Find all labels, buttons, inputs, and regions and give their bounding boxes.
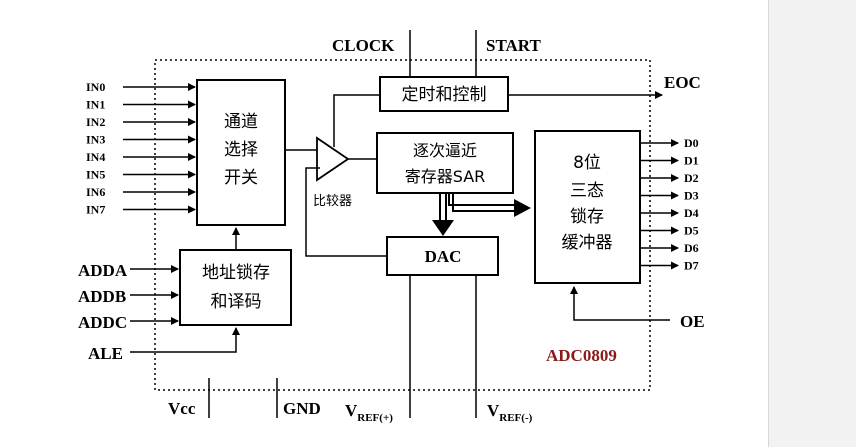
dac-feedback-line [305, 167, 387, 257]
right-margin [768, 0, 856, 447]
mux-label-2: 选择 [224, 140, 258, 160]
input-label-in6: IN6 [86, 185, 105, 199]
clock-label: CLOCK [332, 36, 395, 55]
oe-label: OE [680, 312, 705, 331]
right-margin-divider [768, 0, 769, 447]
oe-line [570, 286, 670, 321]
sar-to-buffer-bus [448, 193, 531, 217]
input-label-in5: IN5 [86, 168, 105, 182]
dac-label: DAC [425, 247, 462, 266]
input-label-in3: IN3 [86, 133, 105, 147]
mux-label-1: 通道 [224, 112, 258, 132]
gnd-label: GND [283, 399, 321, 418]
dac-block [386, 236, 499, 276]
addc-label: ADDC [78, 313, 127, 332]
input-label-in7: IN7 [86, 203, 105, 217]
input-label-in4: IN4 [86, 150, 105, 164]
adda-label: ADDA [78, 261, 128, 280]
chip-boundary [154, 59, 651, 391]
input-label-in1: IN1 [86, 98, 105, 112]
channel-mux-block [196, 79, 286, 226]
comparator-label: 比较器 [313, 194, 352, 209]
addb-label: ADDB [78, 287, 126, 306]
output-label-d2: D2 [684, 171, 699, 185]
latch-label-1: 地址锁存 [202, 263, 270, 283]
sar-block [376, 132, 514, 194]
vref-plus-label: VREF(+) [345, 401, 393, 424]
output-buffer-block [534, 130, 641, 284]
analog-inputs [123, 83, 196, 214]
sar-label-1: 逐次逼近 [413, 141, 477, 160]
vref-plus-main: V [345, 401, 358, 420]
control-to-comparator-line [333, 94, 380, 147]
address-latch-decoder-block [179, 249, 292, 326]
buffer-label-1: 8位 [573, 153, 601, 173]
comparator-symbol [316, 136, 350, 182]
output-label-d1: D1 [684, 154, 699, 168]
vref-minus-main: V [487, 401, 500, 420]
timing-control-block [379, 76, 509, 112]
vref-minus-label: VREF(-) [487, 401, 533, 424]
output-label-d5: D5 [684, 224, 699, 238]
buffer-label-2: 三态 [570, 181, 604, 201]
vref-plus-sub: REF(+) [357, 412, 393, 424]
output-label-d0: D0 [684, 136, 699, 150]
output-label-d3: D3 [684, 189, 699, 203]
ale-line [130, 327, 240, 353]
input-label-in2: IN2 [86, 115, 105, 129]
mux-label-3: 开关 [224, 168, 258, 188]
eoc-label: EOC [664, 73, 701, 92]
sar-label-2: 寄存器SAR [405, 167, 486, 186]
chip-name-label: ADC0809 [546, 346, 617, 365]
output-label-d4: D4 [684, 206, 699, 220]
timing-control-label: 定时和控制 [402, 85, 487, 105]
digital-outputs [640, 139, 679, 270]
ale-label: ALE [88, 344, 123, 363]
output-label-d7: D7 [684, 259, 699, 273]
sar-to-dac-bus [432, 193, 454, 236]
input-label-in0: IN0 [86, 80, 105, 94]
vref-minus-sub: REF(-) [499, 412, 532, 424]
vcc-label: Vcc [168, 399, 196, 418]
start-label: START [486, 36, 541, 55]
output-label-d6: D6 [684, 241, 699, 255]
buffer-label-4: 缓冲器 [562, 233, 613, 253]
buffer-label-3: 锁存 [570, 207, 604, 227]
latch-label-2: 和译码 [211, 292, 262, 312]
